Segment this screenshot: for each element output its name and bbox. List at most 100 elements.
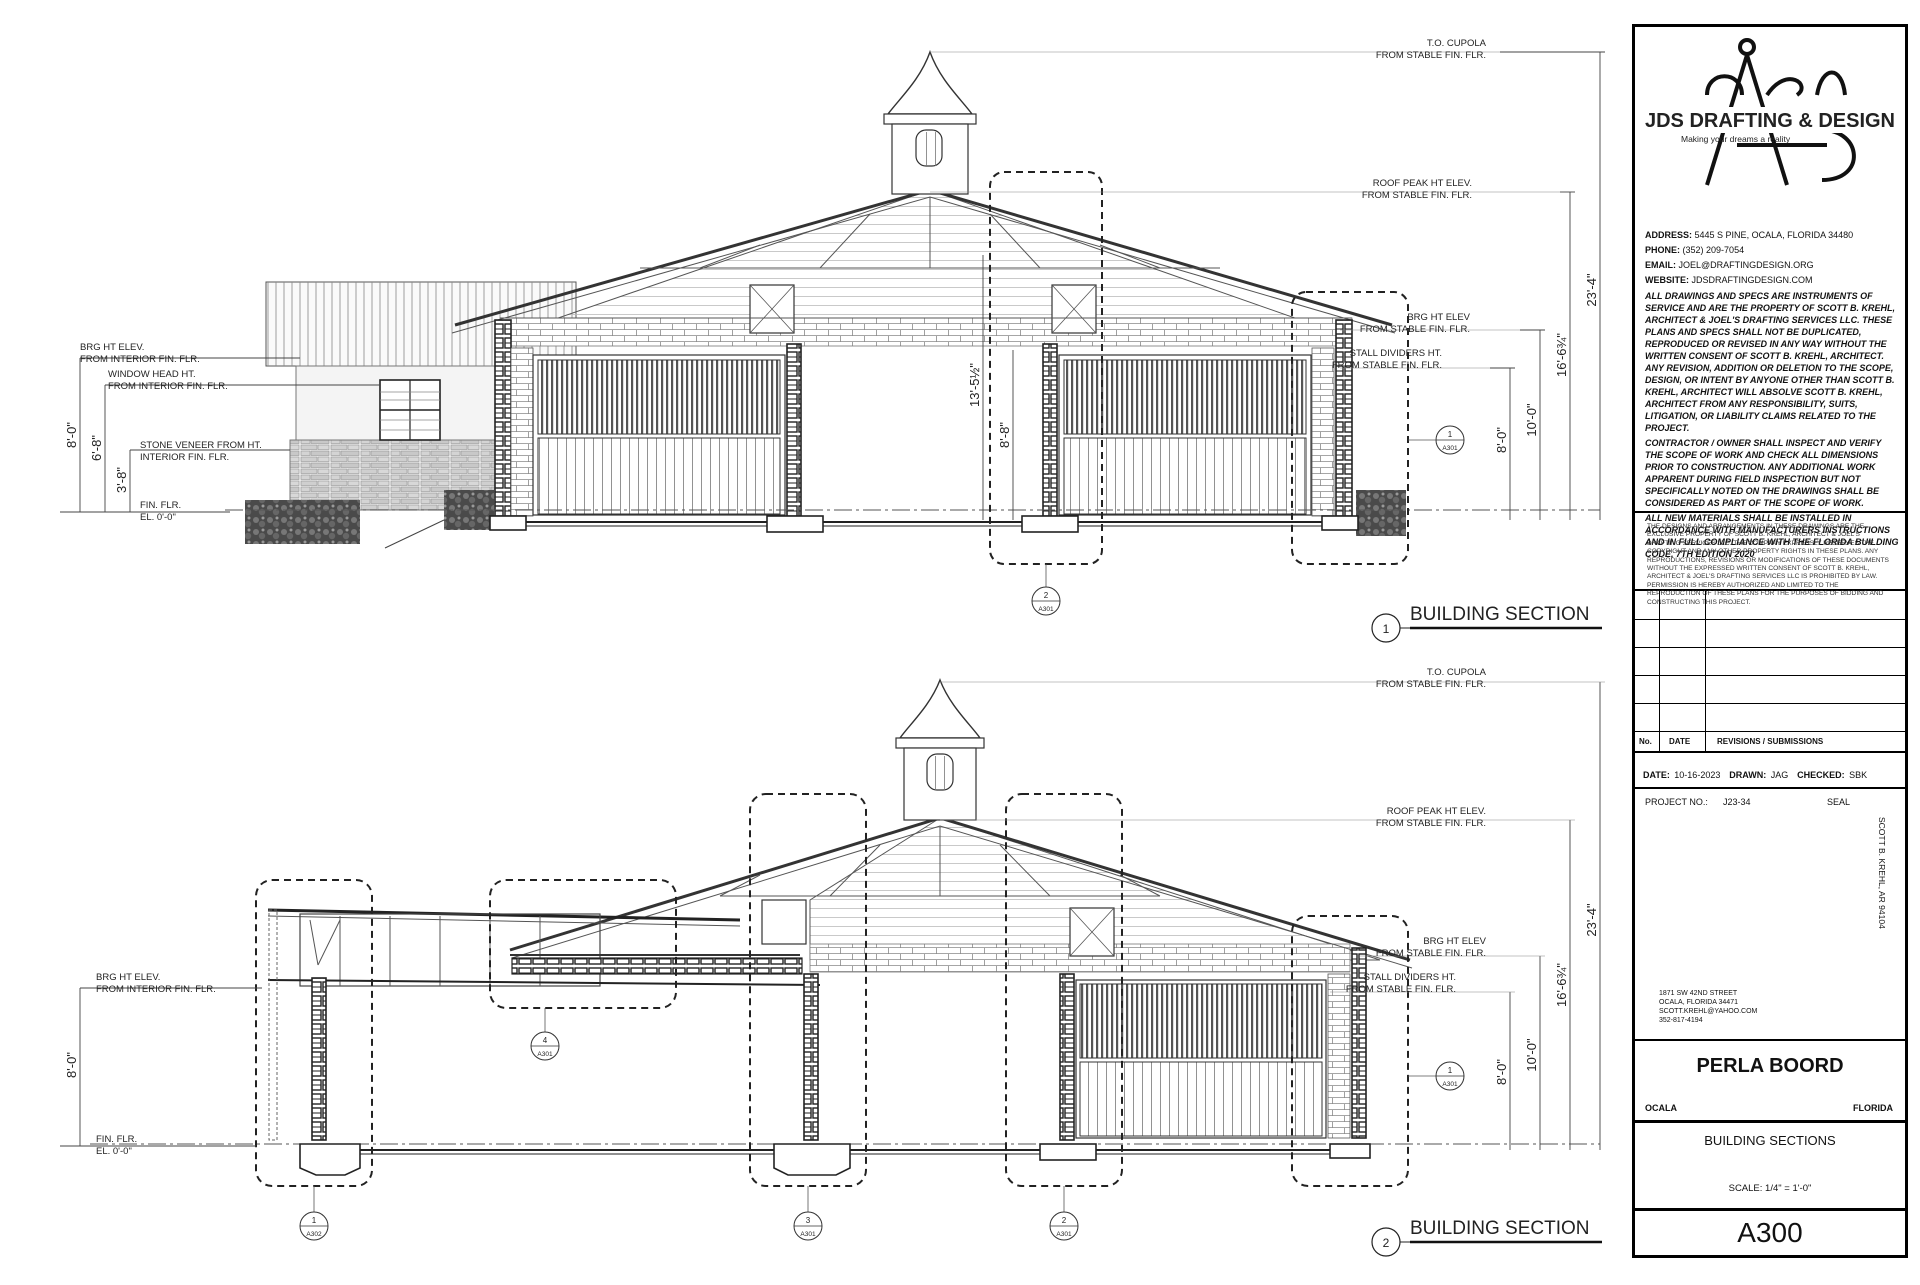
label-brg-ht-int-1: BRG HT ELEV.	[80, 342, 144, 353]
label-stall-div-1: STALL DIVIDERS HT.	[1350, 348, 1442, 359]
label-fin-flr-1: FIN. FLR.	[140, 500, 181, 511]
svg-text:A301: A301	[1038, 606, 1054, 613]
jds-logo-icon: JDS DRAFTING & DESIGN Making your dreams…	[1645, 38, 1895, 186]
architect-address-2: OCALA, FLORIDA 34471	[1659, 999, 1738, 1006]
website-value: JDSDRAFTINGDESIGN.COM	[1691, 275, 1813, 285]
sheet-title-section: BUILDING SECTIONS SCALE: 1/4" = 1'-0"	[1635, 1123, 1905, 1211]
architect-vertical-label: SCOTT B. KREHL, AR 94104	[1877, 817, 1887, 929]
label-to-cupola-2: T.O. CUPOLA	[1427, 667, 1487, 678]
gable-wall-siding	[499, 189, 1353, 339]
cupola-1	[883, 49, 977, 195]
label-brg-ht-2: BRG HT ELEV	[1423, 936, 1486, 947]
section-2-title: 2 BUILDING SECTION	[1371, 1218, 1602, 1257]
date-value: 10-16-2023	[1674, 770, 1721, 780]
company-info-section: JDS DRAFTING & DESIGN Making your dreams…	[1635, 27, 1905, 559]
callout-bubble-3-a301: 3 A301	[793, 1186, 823, 1241]
detail-callout-box-s2-brg	[1291, 915, 1409, 1187]
svg-text:A301: A301	[1056, 1231, 1072, 1238]
sheet-title: BUILDING SECTIONS	[1704, 1133, 1836, 1148]
label-to-cupola-1: T.O. CUPOLA	[1427, 38, 1487, 49]
company-name: JDS DRAFTING & DESIGN	[1645, 110, 1895, 132]
label-from-int-1b: FROM INTERIOR FIN. FLR.	[108, 381, 228, 392]
dim-13-5-s1: 13'-5½"	[967, 363, 982, 407]
state-label: FLORIDA	[1853, 1103, 1893, 1113]
email-value: JOEL@DRAFTINGDESIGN.ORG	[1678, 260, 1814, 270]
landscape-shrub-left	[245, 500, 360, 544]
company-tagline: Making your dreams a reality	[1681, 134, 1791, 144]
label-from-stable-1c: FROM STABLE FIN. FLR.	[1360, 324, 1470, 335]
svg-text:A301: A301	[1442, 1081, 1458, 1088]
address-label: ADDRESS:	[1645, 230, 1693, 240]
city-label: OCALA	[1645, 1103, 1677, 1113]
gable-vent-right	[1051, 284, 1097, 334]
website-label: WEBSITE:	[1645, 275, 1689, 285]
section-2-drawing	[90, 678, 1600, 1187]
svg-text:3: 3	[806, 1216, 811, 1225]
roof-truss-webs	[500, 197, 1352, 319]
label-roof-peak-2: ROOF PEAK HT ELEV.	[1387, 806, 1486, 817]
date-label: DATE:	[1643, 770, 1670, 780]
label-brg-ht-1: BRG HT ELEV	[1407, 312, 1470, 323]
dim-10-0-s1: 10'-0"	[1524, 403, 1539, 437]
legal-note-3: ALL NEW MATERIALS SHALL BE INSTALLED IN …	[1645, 513, 1899, 559]
label-from-stable-1a: FROM STABLE FIN. FLR.	[1376, 50, 1486, 61]
dim-23-4-s1: 23'-4"	[1584, 273, 1599, 307]
phone-value: (352) 209-7054	[1682, 245, 1745, 255]
company-contact: ADDRESS: 5445 S PINE, OCALA, FLORIDA 344…	[1645, 229, 1901, 563]
section-1-number: 1	[1383, 622, 1390, 636]
callout-bubble-1-a301-s2: 1 A301	[1408, 1061, 1465, 1091]
gable-vent-left	[749, 284, 795, 334]
legal-note-2: CONTRACTOR / OWNER SHALL INSPECT AND VER…	[1645, 438, 1882, 508]
section-1-title-text: BUILDING SECTION	[1410, 604, 1589, 625]
dim-8-0-s1-right: 8'-0"	[1494, 427, 1509, 453]
stall-front-2	[1075, 979, 1327, 1139]
landscape-shrub-right	[1356, 490, 1406, 536]
checked-label: CHECKED:	[1797, 770, 1845, 780]
stall-front-right	[1058, 354, 1312, 516]
section-1-annotations: T.O. CUPOLA FROM STABLE FIN. FLR. ROOF P…	[60, 38, 1605, 643]
date-drawn-checked-row: DATE: 10-16-2023 DRAWN: JAG CHECKED: SBK	[1635, 753, 1905, 789]
dim-8-0-s2-right: 8'-0"	[1494, 1059, 1509, 1085]
detail-callout-box-brg	[1291, 291, 1409, 565]
svg-text:A301: A301	[800, 1231, 816, 1238]
project-no-label: PROJECT NO.:	[1645, 797, 1708, 807]
callout-bubble-1-a301: 1 A301	[1408, 425, 1465, 455]
label-from-stable-2a: FROM STABLE FIN. FLR.	[1376, 679, 1486, 690]
client-name: PERLA BOORD	[1696, 1055, 1844, 1077]
section-2-floor	[90, 1143, 1600, 1176]
detail-callout-box-s2-3	[749, 793, 867, 1187]
svg-text:1: 1	[1448, 430, 1453, 439]
sheet-number: A300	[1737, 1217, 1803, 1248]
label-stall-div-2: STALL DIVIDERS HT.	[1364, 972, 1456, 983]
seal-section: PROJECT NO.: J23-34 SEAL SCOTT B. KREHL,…	[1635, 789, 1905, 1041]
porch-framing-2	[267, 908, 821, 987]
svg-text:A302: A302	[306, 1231, 322, 1238]
architect-phone: 352-817-4194	[1659, 1017, 1703, 1024]
drawn-label: DRAWN:	[1729, 770, 1767, 780]
callout-bubble-2-a301-s2: 2 A301	[1049, 1186, 1079, 1241]
label-interior-fin-1: INTERIOR FIN. FLR.	[140, 452, 229, 463]
gable-vent-2	[1069, 907, 1115, 957]
label-from-stable-2b: FROM STABLE FIN. FLR.	[1376, 818, 1486, 829]
architect-contact: 1871 SW 42ND STREET OCALA, FLORIDA 34471…	[1659, 989, 1757, 1025]
dim-6-8-s1: 6'-8"	[89, 435, 104, 461]
revisions-table: No. DATE REVISIONS / SUBMISSIONS	[1635, 591, 1905, 753]
label-from-int-2: FROM INTERIOR FIN. FLR.	[96, 984, 216, 995]
seal-label: SEAL	[1827, 797, 1851, 807]
label-el-0-1: EL. 0'-0"	[140, 512, 176, 523]
section-2-number: 2	[1383, 1236, 1390, 1250]
dim-8-0-s2-left: 8'-0"	[64, 1052, 79, 1078]
label-fin-flr-2: FIN. FLR.	[96, 1134, 137, 1145]
dim-8-8-s1: 8'-8"	[997, 422, 1012, 448]
svg-text:A301: A301	[537, 1051, 553, 1058]
label-window-head-1: WINDOW HEAD HT.	[108, 369, 196, 380]
title-block: JDS DRAFTING & DESIGN Making your dreams…	[1632, 24, 1908, 1258]
svg-text:2: 2	[1062, 1216, 1067, 1225]
dim-3-8-s1: 3'-8"	[114, 467, 129, 493]
gable-block-band	[499, 317, 1353, 347]
dim-16-6-s1: 16'-6¾"	[1554, 333, 1569, 377]
callout-bubble-1-a302: 1 A302	[299, 1186, 329, 1241]
detail-callout-box-s2-4	[489, 879, 677, 1009]
